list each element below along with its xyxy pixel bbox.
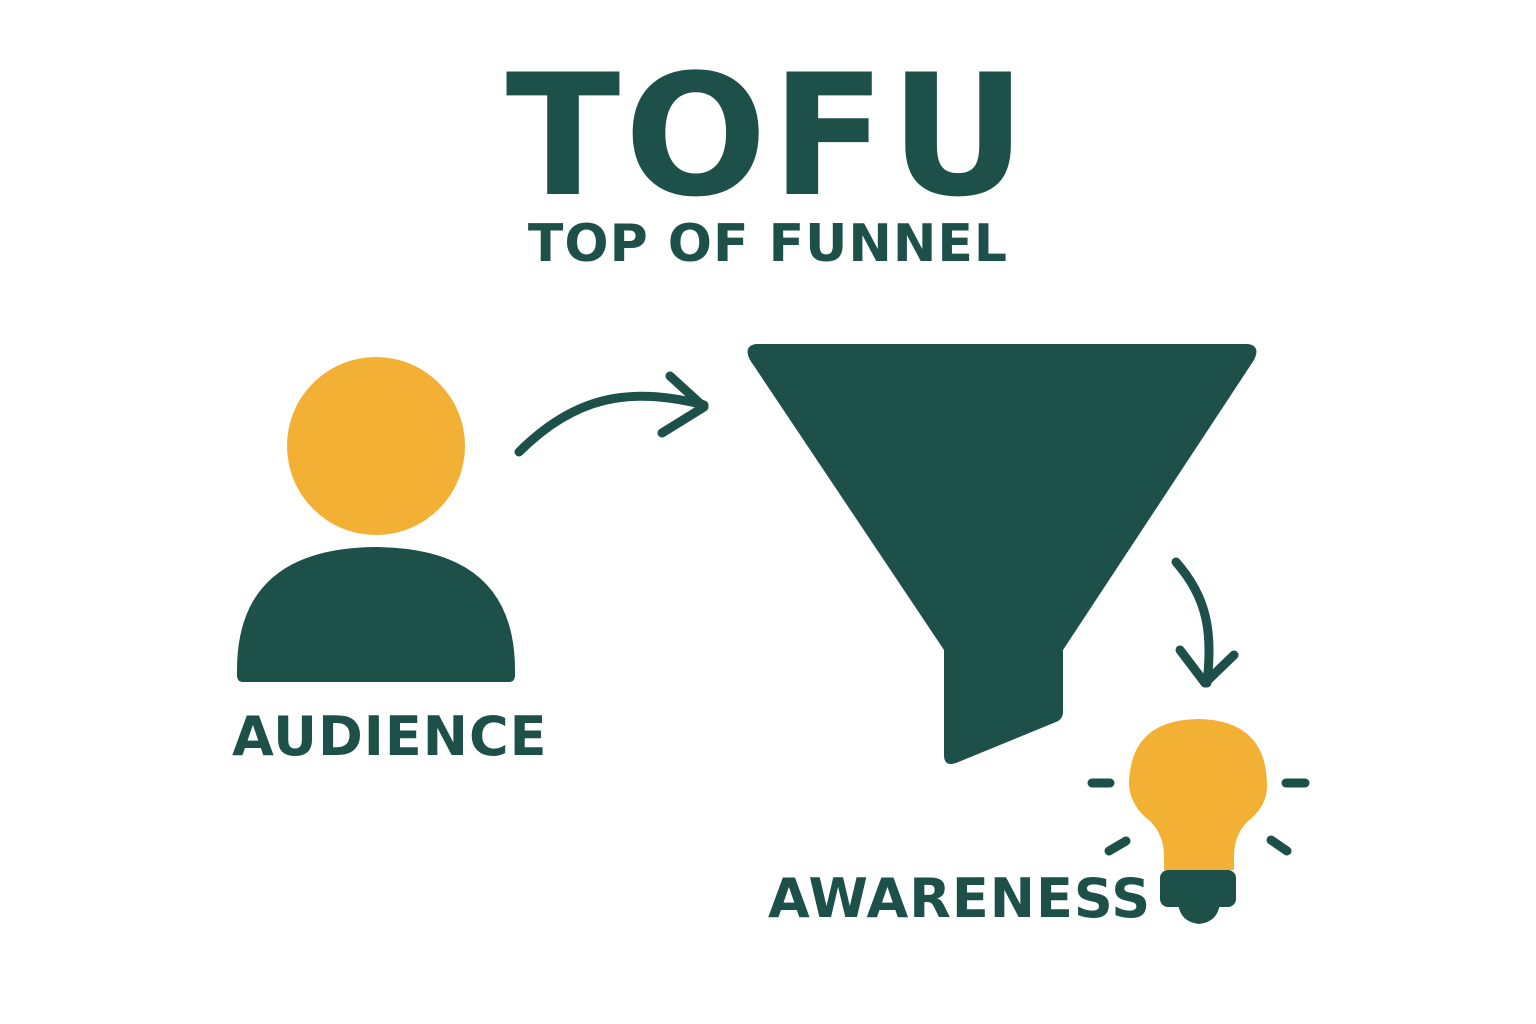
lightbulb-rays [1087,778,1310,856]
audience-label: AUDIENCE [232,705,548,768]
arrow-funnel-to-awareness [1171,557,1239,688]
lightbulb-tip [1178,903,1220,924]
person-icon [236,357,516,682]
ray-lower-right [1266,835,1292,856]
lightbulb-icon [1087,719,1310,924]
arrow-funnel-to-awareness-head [1175,645,1239,688]
lightbulb-glass [1129,719,1268,870]
arrow-audience-to-funnel-head [657,371,709,438]
arrow-audience-to-funnel-shaft [514,391,709,457]
lightbulb-base [1160,870,1236,907]
arrow-funnel-to-awareness-shaft [1171,557,1214,688]
person-head [287,357,465,535]
awareness-label: AWARENESS [768,867,1152,930]
diagram-subtitle: TOP OF FUNNEL [527,214,1009,274]
ray-lower-left [1104,836,1131,856]
diagram-title: TOFU [505,38,1031,234]
funnel-icon [747,344,1257,764]
person-body [236,547,516,682]
arrow-audience-to-funnel [514,371,709,457]
